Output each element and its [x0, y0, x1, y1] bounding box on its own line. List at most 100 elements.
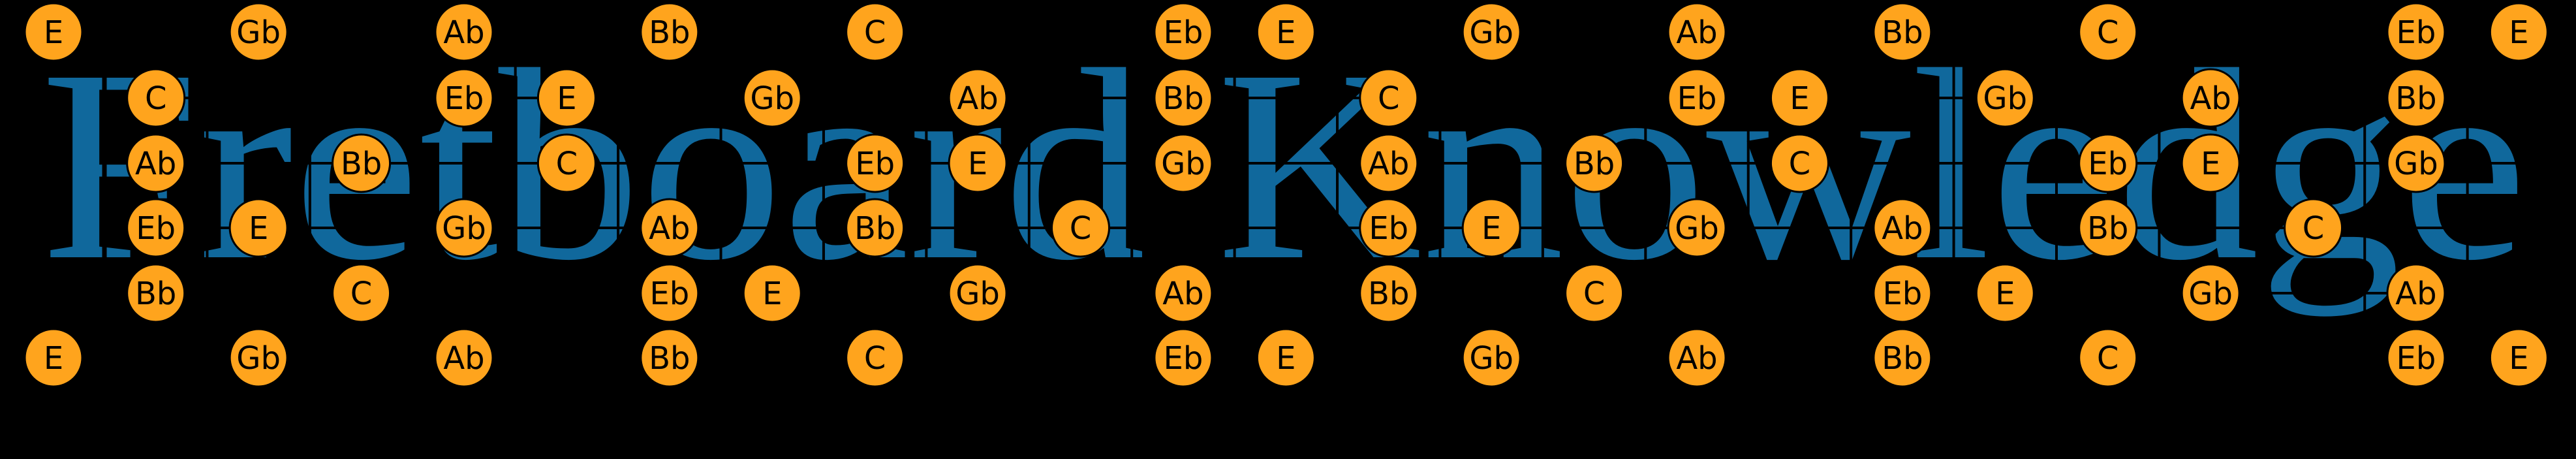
note-marker-bb-s5f13: Bb — [1359, 263, 1419, 323]
note-circle — [2078, 2, 2138, 62]
note-marker-eb-s1f23: Eb — [2386, 2, 2446, 62]
note-label: Ab — [135, 146, 176, 182]
note-circle — [1359, 68, 1419, 128]
note-marker-eb-s5f6: Eb — [640, 263, 700, 323]
note-circle — [2078, 328, 2138, 388]
note-label: Eb — [649, 276, 689, 312]
note-circle — [1153, 2, 1213, 62]
note-circle — [1461, 2, 1521, 62]
note-label: Gb — [442, 210, 486, 247]
note-marker-ab-s3f1: Ab — [126, 133, 186, 193]
note-circle — [23, 2, 84, 62]
note-circle — [1769, 68, 1829, 128]
note-marker-gb-s4f4: Gb — [434, 198, 494, 258]
note-label: Gb — [1161, 146, 1205, 182]
note-marker-ab-s2f21: Ab — [2180, 68, 2241, 128]
note-marker-gb-s6f2: Gb — [228, 328, 288, 388]
note-circle — [2180, 133, 2241, 193]
note-label: E — [44, 340, 63, 377]
note-marker-c-s2f1: C — [126, 68, 186, 128]
note-label: Gb — [955, 276, 1000, 312]
note-circle — [126, 133, 186, 193]
note-marker-e-s2f5: E — [536, 68, 597, 128]
note-label: E — [1995, 276, 2015, 312]
note-circle — [2386, 263, 2446, 323]
note-circle — [2386, 328, 2446, 388]
note-marker-e-s2f17: E — [1769, 68, 1829, 128]
note-marker-e-s1f12: E — [1256, 2, 1316, 62]
note-circle — [2489, 328, 2549, 388]
note-label: Gb — [236, 14, 281, 51]
note-label: E — [2201, 146, 2220, 182]
note-circle — [434, 2, 494, 62]
note-circle — [2386, 68, 2446, 128]
note-label: Bb — [1574, 146, 1615, 182]
note-label: Bb — [1162, 80, 1203, 117]
note-circle — [126, 68, 186, 128]
note-marker-bb-s4f8: Bb — [845, 198, 905, 258]
note-label: Eb — [444, 80, 484, 117]
note-label: Ab — [1162, 276, 1203, 312]
note-label: E — [1276, 340, 1296, 377]
note-circle — [845, 2, 905, 62]
note-circle — [845, 198, 905, 258]
note-circle — [228, 198, 288, 258]
note-marker-ab-s6f16: Ab — [1667, 328, 1727, 388]
note-label: C — [1789, 146, 1811, 182]
note-marker-bb-s1f6: Bb — [640, 2, 700, 62]
note-marker-e-s4f14: E — [1461, 198, 1521, 258]
note-marker-bb-s6f18: Bb — [1872, 328, 1932, 388]
note-circle — [1667, 2, 1727, 62]
note-circle — [2180, 68, 2241, 128]
note-circle — [1667, 68, 1727, 128]
note-label: C — [2097, 14, 2119, 51]
note-marker-bb-s6f6: Bb — [640, 328, 700, 388]
note-marker-ab-s2f9: Ab — [948, 68, 1008, 128]
note-label: Bb — [649, 340, 690, 377]
note-label: E — [249, 210, 268, 247]
note-label: Bb — [1368, 276, 1409, 312]
note-marker-ab-s5f23: Ab — [2386, 263, 2446, 323]
note-marker-e-s1f0: E — [23, 2, 84, 62]
note-circle — [1153, 133, 1213, 193]
note-marker-eb-s2f4: Eb — [434, 68, 494, 128]
note-label: Eb — [1677, 80, 1717, 117]
note-label: E — [44, 14, 63, 51]
fretboard-grid — [102, 31, 2572, 359]
note-label: C — [2097, 340, 2119, 377]
note-label: E — [968, 146, 987, 182]
note-marker-eb-s2f16: Eb — [1667, 68, 1727, 128]
note-circle — [1872, 2, 1932, 62]
note-label: E — [762, 276, 782, 312]
note-circle — [1975, 263, 2035, 323]
note-circle — [126, 198, 186, 258]
note-circle — [2386, 133, 2446, 193]
note-circle — [1461, 198, 1521, 258]
note-label: Gb — [1983, 80, 2027, 117]
note-label: E — [1790, 80, 1809, 117]
note-marker-eb-s1f11: Eb — [1153, 2, 1213, 62]
note-marker-ab-s5f11: Ab — [1153, 263, 1213, 323]
note-circle — [1564, 133, 1624, 193]
note-marker-e-s6f12: E — [1256, 328, 1316, 388]
note-marker-c-s1f8: C — [845, 2, 905, 62]
note-label: Gb — [2394, 146, 2438, 182]
note-marker-c-s5f3: C — [332, 263, 392, 323]
note-circle — [1256, 328, 1316, 388]
note-label: Ab — [1676, 340, 1717, 377]
note-marker-bb-s4f20: Bb — [2078, 198, 2138, 258]
note-label: Eb — [1164, 340, 1203, 377]
note-marker-bb-s5f1: Bb — [126, 263, 186, 323]
note-circle — [742, 263, 802, 323]
note-label: Eb — [2397, 340, 2436, 377]
note-marker-ab-s1f16: Ab — [1667, 2, 1727, 62]
note-circle — [1769, 133, 1829, 193]
note-label: C — [145, 80, 167, 117]
note-label: E — [557, 80, 576, 117]
note-circle — [23, 328, 84, 388]
note-marker-eb-s6f23: Eb — [2386, 328, 2446, 388]
note-label: Bb — [135, 276, 176, 312]
note-marker-ab-s3f13: Ab — [1359, 133, 1419, 193]
